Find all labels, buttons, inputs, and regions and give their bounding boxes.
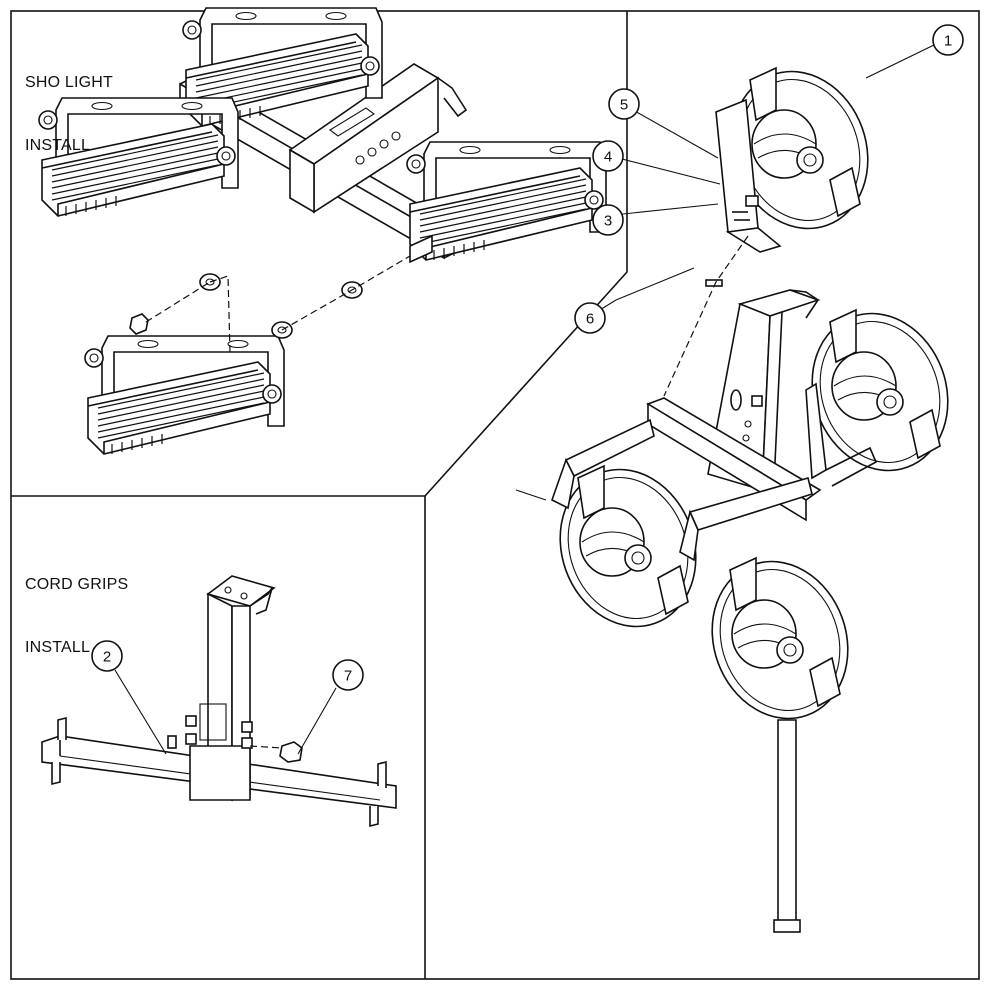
svg-text:1: 1: [944, 33, 952, 50]
title-line: SHO LIGHT: [25, 74, 114, 91]
svg-text:3: 3: [604, 213, 612, 230]
sho-light-install-title: SHO LIGHT INSTALL: [25, 30, 113, 177]
panel-frame: [10, 10, 980, 980]
svg-text:5: 5: [620, 97, 628, 114]
svg-text:4: 4: [604, 149, 612, 166]
title-line: INSTALL: [25, 639, 91, 656]
callout-4: 4: [592, 140, 624, 172]
svg-text:6: 6: [586, 311, 594, 328]
cord-grips-assembly: [41, 575, 397, 828]
light-tower-assembly: [515, 43, 971, 933]
callout-3: 3: [592, 204, 624, 236]
callout-1: 1: [932, 24, 964, 56]
svg-text:7: 7: [344, 668, 352, 685]
title-line: CORD GRIPS: [25, 576, 129, 593]
callout-7: 7: [332, 659, 364, 691]
flood-light-front: [689, 541, 871, 739]
cord-grip-icon: [279, 741, 303, 763]
sho-light-exploded: [84, 335, 285, 455]
callout-6: 6: [574, 302, 606, 334]
sho-light-assembly: [38, 7, 607, 455]
nut-icon: [129, 313, 149, 335]
sho-light-right: [406, 141, 607, 261]
title-line: INSTALL: [25, 137, 91, 154]
callout-2: 2: [91, 640, 123, 672]
callout-5: 5: [608, 88, 640, 120]
svg-text:2: 2: [103, 649, 111, 666]
cord-grips-install-title: CORD GRIPS INSTALL: [25, 532, 128, 679]
